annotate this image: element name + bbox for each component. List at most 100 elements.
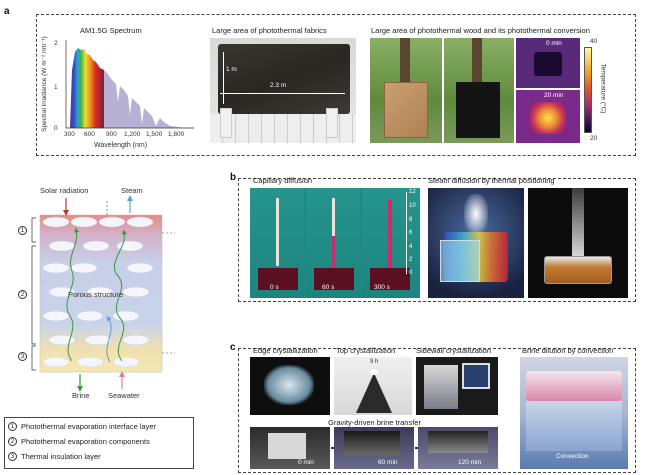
spectrum-xtick-300: 300	[64, 131, 75, 138]
panel-b-letter: b	[230, 172, 237, 183]
top-crystal-time: 9 h	[370, 359, 379, 365]
gravity-frame-60: 60 min	[334, 427, 414, 469]
capillary-scale-12: 12	[409, 189, 416, 195]
wood-board-black	[456, 82, 500, 138]
pore-ellipses	[42, 216, 154, 368]
thermal-image-0min: 0 min	[516, 38, 580, 88]
flow-path-green-left	[66, 227, 80, 362]
spectrum-ytick-1: 1	[54, 84, 58, 91]
legend-box	[4, 417, 194, 469]
layer-mark-1: 1	[18, 226, 27, 235]
steam-label: Steam	[121, 186, 143, 195]
colorbar-max: 40	[590, 38, 598, 45]
brine-label: Brine	[72, 391, 90, 400]
wood-title: Large area of photothermal wood and its …	[371, 26, 590, 35]
gravity-frame-0: 0 min	[250, 427, 330, 469]
capillary-time-300: 300 s	[374, 284, 390, 291]
gravity-time-0: 0 min	[298, 459, 314, 466]
panel-b-frame	[238, 178, 636, 302]
porous-structure-label: Porous structure	[68, 290, 124, 299]
wood-photo-natural	[370, 38, 442, 143]
legend-item-3: 3 Thermal insulation layer	[8, 452, 101, 461]
layer-mark-2: 2	[18, 290, 27, 299]
fabric-sheet	[218, 44, 350, 114]
capillary-scale-10: 10	[409, 203, 416, 209]
spectrum-title: AM1.5G Spectrum	[80, 26, 142, 35]
colorbar-min: 20	[590, 135, 598, 142]
top-crystal-title: Top crystallization	[336, 346, 396, 355]
steam-real-photo	[528, 188, 628, 298]
person-left	[220, 108, 232, 138]
sidewall-crystal-photo	[416, 357, 498, 415]
spectrum-xlabel: Wavelength (nm)	[94, 142, 148, 149]
capillary-scale-8: 8	[409, 217, 413, 223]
capillary-frame-300s	[362, 188, 420, 298]
top-crystal-photo: 9 h	[334, 357, 412, 415]
bracket-1	[31, 217, 36, 243]
steam-diffusion-title: Steam diffusion by thermal positioning	[428, 176, 555, 185]
dilution-photo: Convection	[520, 357, 628, 469]
spectrum-ir-area	[104, 70, 185, 128]
spectrum-xtick-600: 600	[84, 131, 95, 138]
fabrics-photo: 1 m 2.3 m	[210, 38, 356, 143]
temperature-colorbar	[584, 47, 592, 133]
capillary-frame-0s	[250, 188, 304, 298]
capillary-title: Capillary diffusion	[253, 176, 313, 185]
panel-a-frame	[36, 14, 636, 156]
bracket-2	[31, 245, 36, 345]
capillary-scale-4: 4	[409, 244, 413, 250]
thermal-time-0: 0 min	[546, 40, 562, 47]
wood-photo-black	[444, 38, 514, 143]
solar-radiation-label: Solar radiation	[40, 186, 89, 195]
bracket-3	[31, 345, 36, 371]
seawater-label: Seawater	[108, 391, 140, 400]
spectrum-chart: AM1.5G Spectrum Spectral irradiance (W m…	[40, 18, 200, 153]
thermal-time-20: 20 min	[544, 92, 564, 99]
sidewall-crystal-title: Sidewall crystallization	[416, 346, 492, 355]
spectrum-xtick-1200: 1,200	[124, 131, 141, 138]
capillary-scale-2: 2	[409, 257, 413, 263]
colorbar-label: Temperature (°C)	[599, 63, 607, 114]
spectrum-xtick-1500: 1,500	[146, 131, 163, 138]
fabric-width-label: 2.3 m	[270, 82, 287, 89]
capillary-time-60: 60 s	[322, 284, 335, 291]
panel-c-frame	[238, 348, 636, 473]
capillary-scale-6: 6	[409, 230, 413, 236]
gravity-time-60: 60 min	[378, 459, 398, 466]
gravity-time-120: 120 min	[458, 459, 482, 466]
steam-render-photo	[428, 188, 524, 298]
legend-text-1: Photothermal evaporation interface layer	[21, 422, 157, 431]
wood-board-natural	[384, 82, 428, 138]
flow-path-blue	[106, 315, 112, 363]
layer-mark-3: 3	[18, 352, 27, 361]
evaporator-schematic	[31, 195, 175, 392]
spectrum-ytick-0: 0	[54, 125, 58, 132]
legend-item-1: 1 Photothermal evaporation interface lay…	[8, 422, 156, 431]
capillary-photo: 0 s 60 s 300 s	[250, 188, 420, 298]
capillary-scale-0: 0	[409, 270, 413, 276]
spectrum-xtick-1800: 1,800	[168, 131, 185, 138]
gravity-frame-120: 120 min	[418, 427, 498, 469]
gravity-transfer-title: Gravity-driven brine transfer	[328, 418, 421, 427]
person-right	[326, 108, 338, 138]
fabric-height-label: 1 m	[226, 66, 237, 73]
spectrum-ytick-2: 2	[54, 40, 58, 47]
spectrum-plot	[65, 40, 194, 129]
legend-num-1: 1	[8, 422, 17, 431]
dilution-title: Brine dilution by convection	[522, 346, 614, 355]
flow-path-green-right	[113, 229, 128, 362]
fabrics-title: Large area of photothermal fabrics	[212, 26, 327, 35]
legend-num-2: 2	[8, 437, 17, 446]
panel-c-letter: c	[230, 342, 236, 353]
panel-a-letter: a	[4, 6, 10, 17]
spectrum-xtick-900: 900	[106, 131, 117, 138]
legend-num-3: 3	[8, 452, 17, 461]
convection-label: Convection	[556, 453, 589, 460]
capillary-time-0: 0 s	[270, 284, 279, 291]
legend-text-3: Thermal insulation layer	[21, 452, 101, 461]
spectrum-ylabel: Spectral irradiance (W m⁻² nm⁻¹)	[40, 36, 48, 132]
capillary-frame-60s	[306, 188, 360, 298]
spectrum-visible-area	[70, 48, 104, 128]
legend-item-2: 2 Photothermal evaporation components	[8, 437, 150, 446]
legend-text-2: Photothermal evaporation components	[21, 437, 150, 446]
